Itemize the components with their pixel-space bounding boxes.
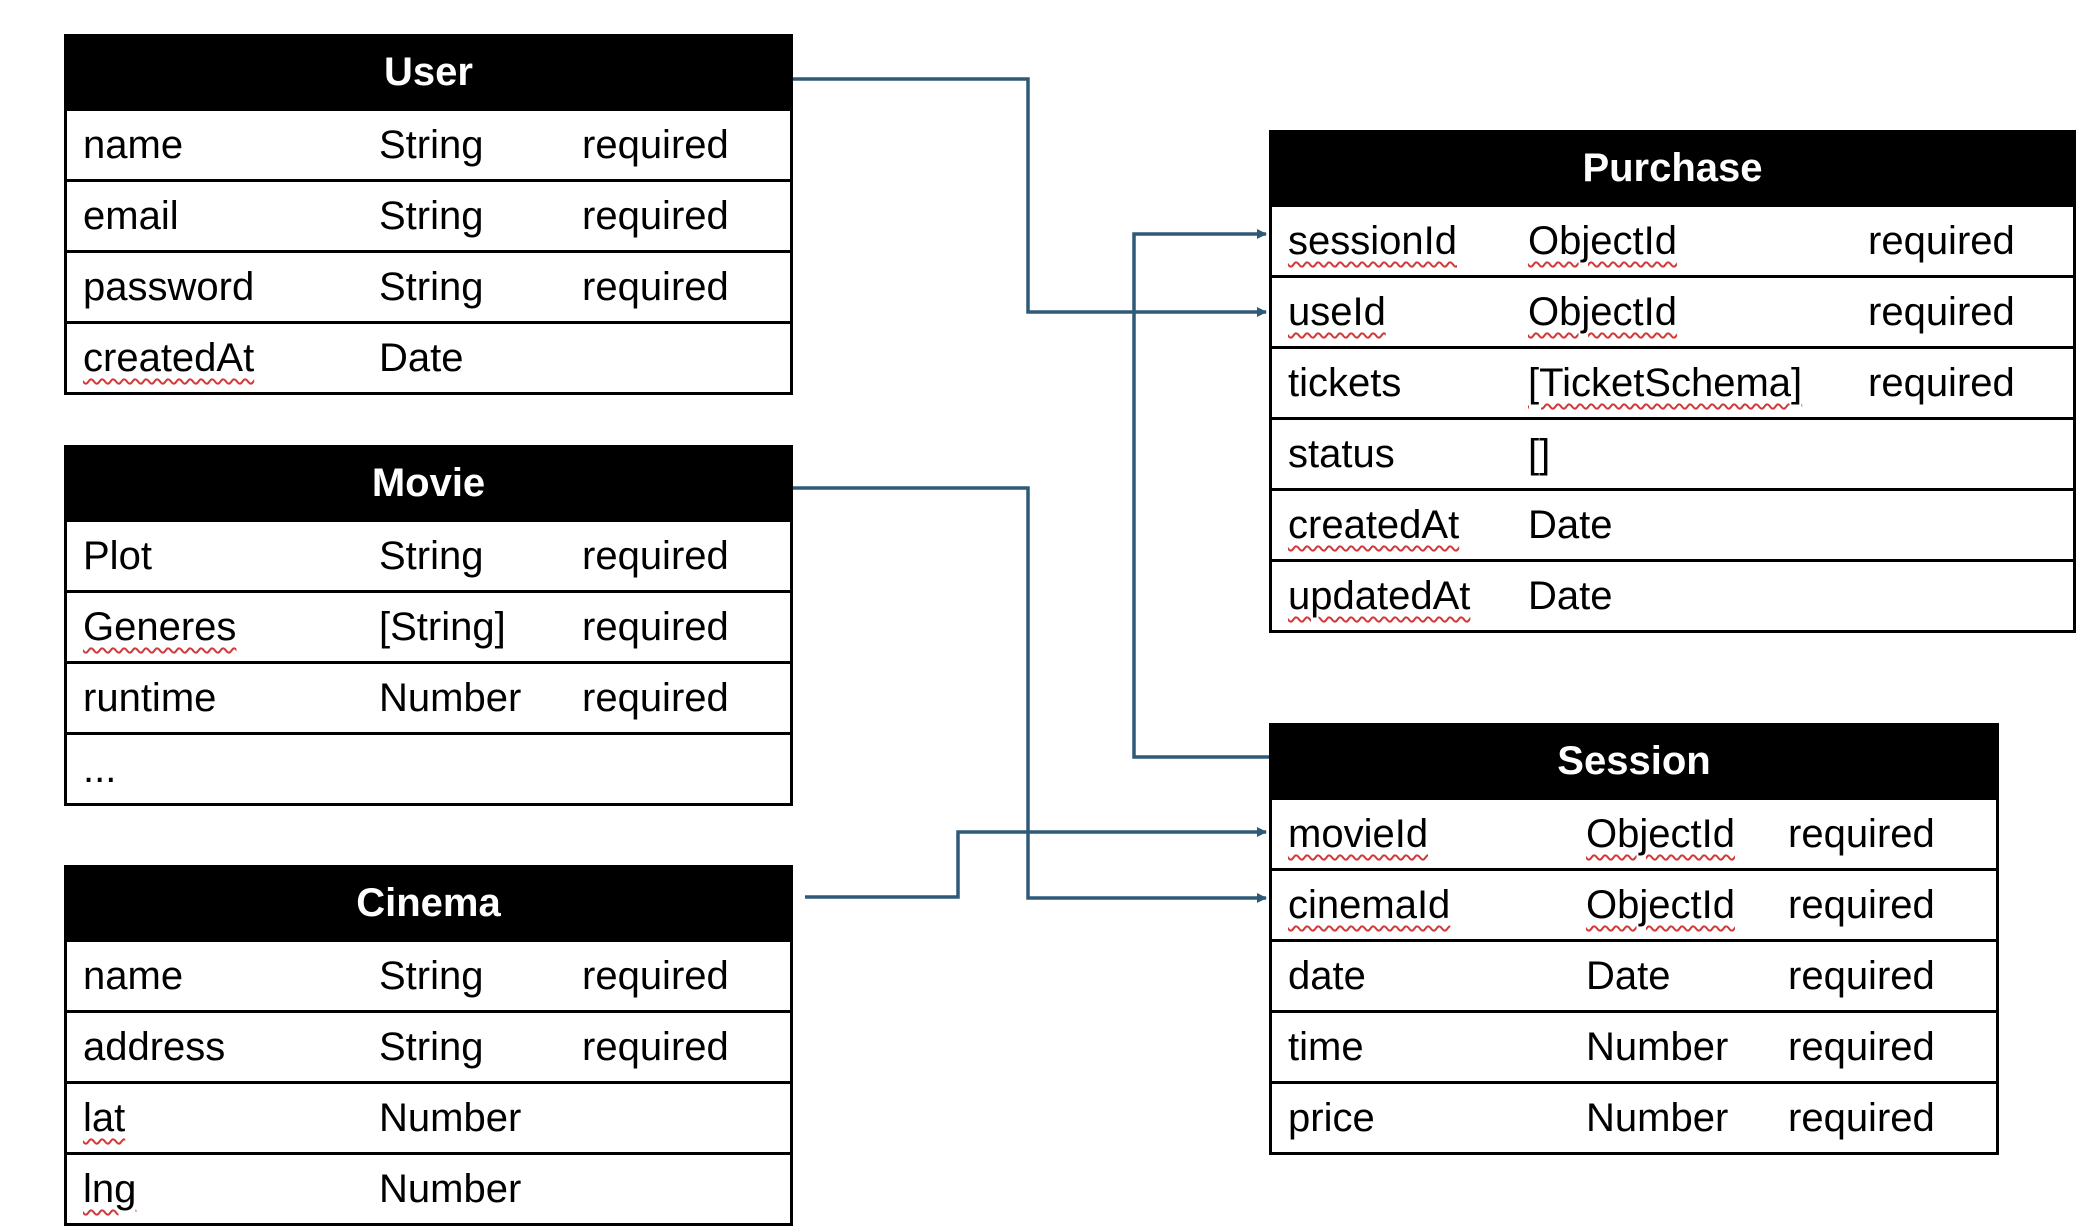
field-name: status bbox=[1288, 432, 1395, 476]
connector-session-to-purchase-sessionid bbox=[1132, 229, 1269, 759]
field-type: Date bbox=[1586, 954, 1671, 998]
field-type: String bbox=[379, 194, 484, 238]
field-required: required bbox=[582, 605, 729, 649]
session-field-movieid-row: movieId ObjectId required bbox=[1272, 797, 1996, 868]
field-name: password bbox=[83, 265, 255, 309]
field-type: Number bbox=[379, 1096, 522, 1140]
purchase-field-createdat-row: createdAt Date bbox=[1272, 488, 2073, 559]
field-type: [TicketSchema] bbox=[1528, 361, 1803, 405]
field-type: Date bbox=[1528, 503, 1613, 547]
field-required: required bbox=[1788, 1025, 1935, 1069]
movie-field-plot-row: Plot String required bbox=[67, 519, 790, 590]
field-name: movieId bbox=[1288, 812, 1429, 856]
movie-field-runtime-row: runtime Number required bbox=[67, 661, 790, 732]
field-type: String bbox=[379, 123, 484, 167]
entity-session-title: Session bbox=[1272, 726, 1996, 797]
entity-cinema-table: Cinema name String required address Stri… bbox=[64, 865, 793, 1226]
field-type: String bbox=[379, 534, 484, 578]
field-name: price bbox=[1288, 1096, 1375, 1140]
field-type: String bbox=[379, 1025, 484, 1069]
field-required: required bbox=[1788, 1096, 1935, 1140]
field-name: name bbox=[83, 123, 184, 167]
cinema-field-lng-row: lng Number bbox=[67, 1152, 790, 1223]
entity-movie-title: Movie bbox=[67, 448, 790, 519]
field-name: lat bbox=[83, 1096, 126, 1140]
entity-user-table: User name String required email String r… bbox=[64, 34, 793, 395]
field-type: ObjectId bbox=[1528, 290, 1677, 334]
field-type: ObjectId bbox=[1586, 812, 1735, 856]
purchase-field-useid-row: useId ObjectId required bbox=[1272, 275, 2073, 346]
field-type: Date bbox=[1528, 574, 1613, 618]
cinema-field-lat-row: lat Number bbox=[67, 1081, 790, 1152]
field-required: required bbox=[1868, 219, 2015, 263]
purchase-field-sessionid-row: sessionId ObjectId required bbox=[1272, 204, 2073, 275]
field-type: Number bbox=[379, 676, 522, 720]
field-type: Number bbox=[379, 1167, 522, 1211]
field-type: [] bbox=[1528, 432, 1551, 476]
field-type: Number bbox=[1586, 1096, 1729, 1140]
purchase-field-tickets-row: tickets [TicketSchema] required bbox=[1272, 346, 2073, 417]
movie-field-ellipsis-row: ... bbox=[67, 732, 790, 803]
field-type: String bbox=[379, 954, 484, 998]
user-field-name-row: name String required bbox=[67, 108, 790, 179]
field-name: lng bbox=[83, 1167, 137, 1211]
field-name: updatedAt bbox=[1288, 574, 1471, 618]
field-type: ObjectId bbox=[1528, 219, 1677, 263]
cinema-field-name-row: name String required bbox=[67, 939, 790, 1010]
field-required: required bbox=[1788, 883, 1935, 927]
field-type: String bbox=[379, 265, 484, 309]
field-name: useId bbox=[1288, 290, 1386, 334]
cinema-field-address-row: address String required bbox=[67, 1010, 790, 1081]
field-required: required bbox=[582, 123, 729, 167]
user-field-createdat-row: createdAt Date bbox=[67, 321, 790, 392]
field-name: date bbox=[1288, 954, 1366, 998]
field-name: cinemaId bbox=[1288, 883, 1451, 927]
field-required: required bbox=[582, 676, 729, 720]
entity-movie-table: Movie Plot String required Generes [Stri… bbox=[64, 445, 793, 806]
field-type: Number bbox=[1586, 1025, 1729, 1069]
connector-cinema-to-session-movieid bbox=[805, 827, 1267, 899]
field-required: required bbox=[582, 265, 729, 309]
field-name: sessionId bbox=[1288, 219, 1457, 263]
entity-session-table: Session movieId ObjectId required cinema… bbox=[1269, 723, 1999, 1155]
field-name: address bbox=[83, 1025, 226, 1069]
movie-field-generes-row: Generes [String] required bbox=[67, 590, 790, 661]
session-field-cinemaid-row: cinemaId ObjectId required bbox=[1272, 868, 1996, 939]
purchase-field-status-row: status [] bbox=[1272, 417, 2073, 488]
purchase-field-updatedat-row: updatedAt Date bbox=[1272, 559, 2073, 630]
connector-user-to-purchase-useid bbox=[793, 77, 1267, 317]
field-required: required bbox=[582, 1025, 729, 1069]
connector-movie-to-session-cinemaid bbox=[793, 486, 1267, 903]
field-name: time bbox=[1288, 1025, 1364, 1069]
field-required: required bbox=[582, 534, 729, 578]
field-required: required bbox=[582, 194, 729, 238]
session-field-price-row: price Number required bbox=[1272, 1081, 1996, 1152]
session-field-time-row: time Number required bbox=[1272, 1010, 1996, 1081]
entity-user-title: User bbox=[67, 37, 790, 108]
field-name: name bbox=[83, 954, 184, 998]
field-required: required bbox=[1868, 290, 2015, 334]
field-required: required bbox=[582, 954, 729, 998]
entity-purchase-title: Purchase bbox=[1272, 133, 2073, 204]
entity-cinema-title: Cinema bbox=[67, 868, 790, 939]
user-field-password-row: password String required bbox=[67, 250, 790, 321]
field-type: ObjectId bbox=[1586, 883, 1735, 927]
field-name: tickets bbox=[1288, 361, 1402, 405]
field-name: ... bbox=[83, 747, 117, 791]
field-name: createdAt bbox=[1288, 503, 1460, 547]
user-field-email-row: email String required bbox=[67, 179, 790, 250]
field-name: Generes bbox=[83, 605, 237, 649]
field-name: email bbox=[83, 194, 179, 238]
entity-purchase-table: Purchase sessionId ObjectId required use… bbox=[1269, 130, 2076, 633]
field-name: runtime bbox=[83, 676, 217, 720]
session-field-date-row: date Date required bbox=[1272, 939, 1996, 1010]
field-required: required bbox=[1788, 812, 1935, 856]
field-type: [String] bbox=[379, 605, 506, 649]
field-name: Plot bbox=[83, 534, 152, 578]
field-type: Date bbox=[379, 336, 464, 380]
field-required: required bbox=[1868, 361, 2015, 405]
field-required: required bbox=[1788, 954, 1935, 998]
field-name: createdAt bbox=[83, 336, 255, 380]
